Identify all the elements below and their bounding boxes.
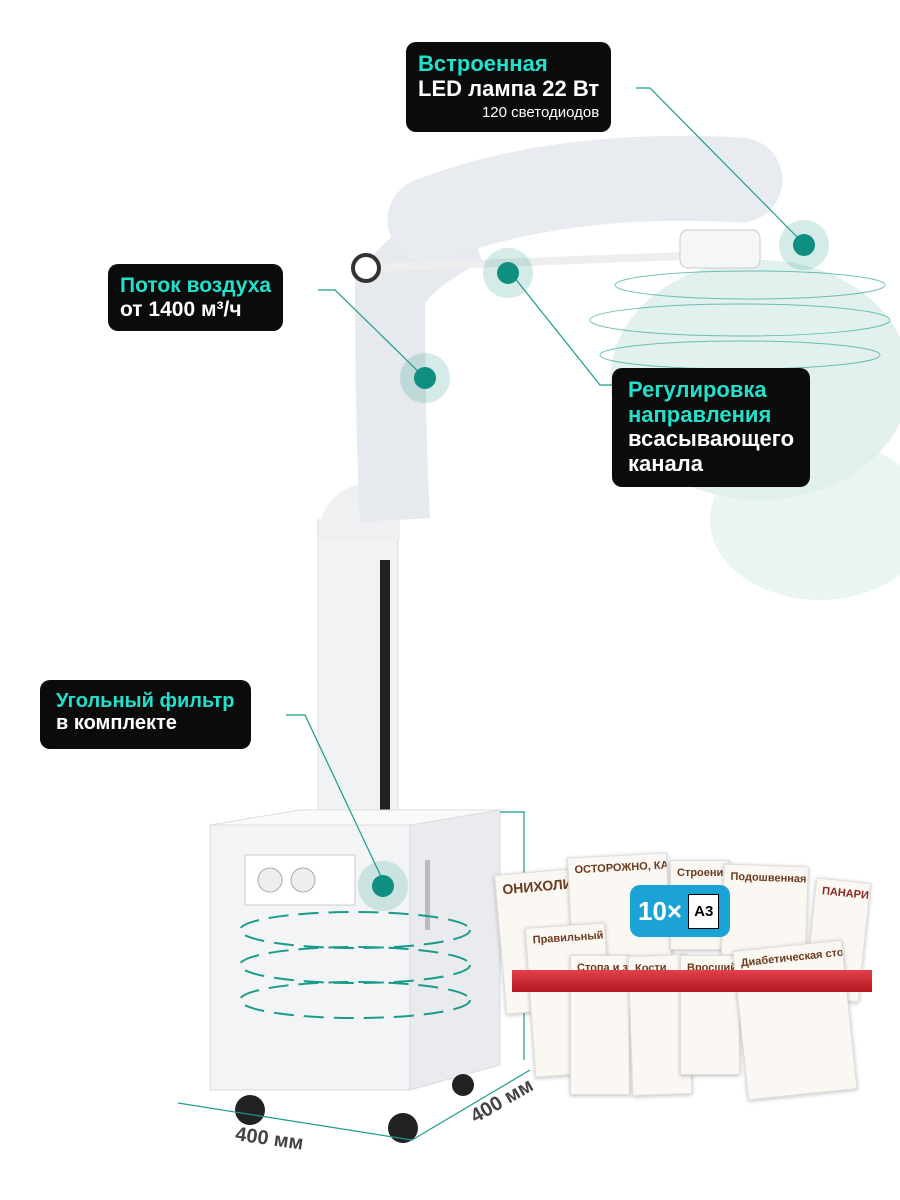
callout-filter: Угольный фильтр в комплекте — [40, 680, 251, 749]
hotspot-led — [793, 234, 815, 256]
callout-led-lamp: Встроенная LED лампа 22 Вт 120 светодиод… — [406, 42, 612, 133]
gift-ribbon — [512, 970, 872, 992]
callout-led-note: 120 светодиодов — [481, 104, 600, 122]
callout-direction-line-3: всасывающего — [628, 426, 795, 452]
callout-led-power: LED лампа 22 Вт — [418, 75, 600, 101]
callout-airflow: Поток воздуха от 1400 м³/ч — [108, 264, 284, 332]
poster: Диабетическая стопа — [732, 939, 858, 1101]
hotspot-direction — [497, 262, 519, 284]
callout-direction-title-2: направления — [628, 401, 772, 427]
gift-count: 10× — [638, 895, 683, 926]
callout-airflow-title: Поток воздуха — [120, 274, 272, 297]
callout-direction-title-1: Регулировка — [628, 377, 767, 402]
gift-badge: 10× A3 — [630, 885, 730, 937]
callout-direction-line-4: канала — [628, 450, 703, 476]
callout-airflow-value: от 1400 м³/ч — [120, 297, 242, 321]
callout-led-title: Встроенная — [418, 51, 548, 76]
a3-document-icon: A3 — [688, 893, 720, 929]
callout-direction: Регулировка направления всасывающего кан… — [612, 368, 811, 487]
hotspot-airflow — [414, 367, 436, 389]
hotspot-filter — [372, 875, 394, 897]
callout-filter-note: в комплекте — [56, 712, 177, 735]
callout-filter-title: Угольный фильтр — [56, 690, 235, 712]
